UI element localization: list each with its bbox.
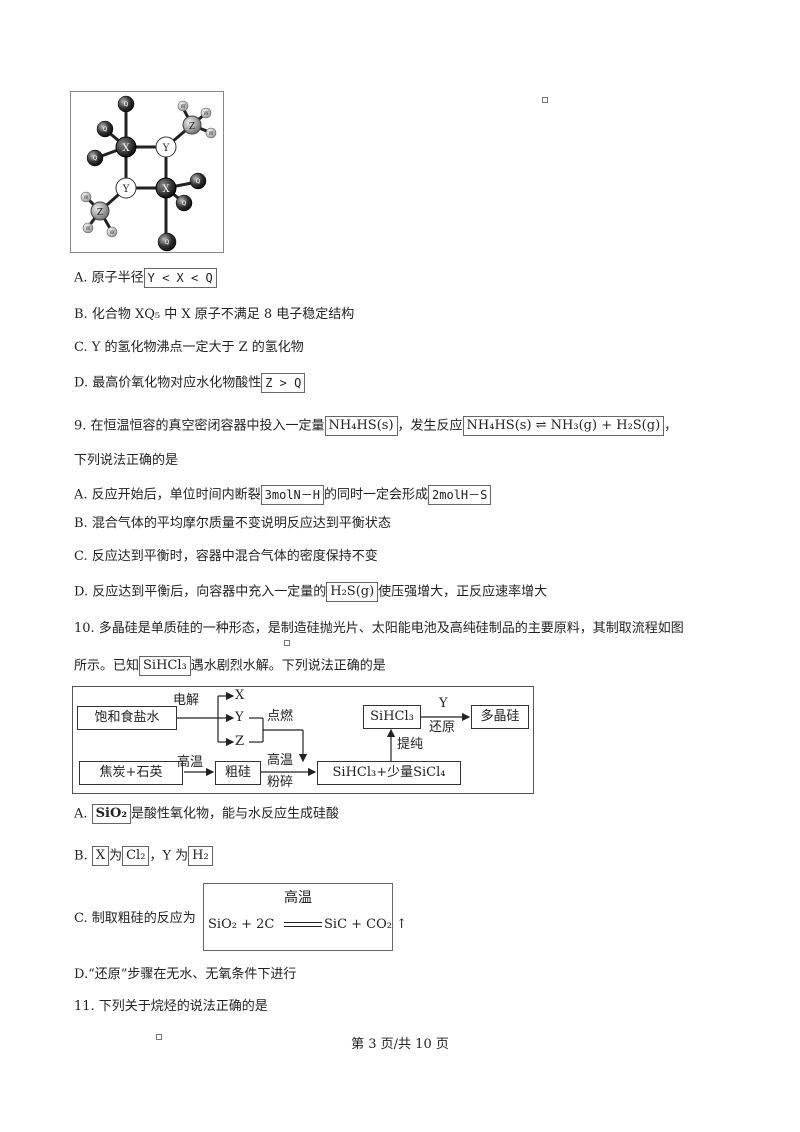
q10-b-text-2: ，Y 为 [149,848,189,864]
q10-stem-text-2: 遇水剧烈水解。下列说法正确的是 [190,658,386,674]
q11-stem: 11. 下列关于烷烃的说法正确的是 [74,999,268,1014]
q9-option-b: B. 混合气体的平均摩尔质量不变说明反应达到平衡状态 [74,516,391,531]
q9-stem-text-2: ，发生反应 [397,418,463,434]
atom-x2-label: X [162,184,170,195]
q10-c-condition: 高温 [284,890,312,906]
flow-high-temp-label-1: 高温 [177,755,204,770]
q9-stem-line2: 下列说法正确的是 [74,453,179,468]
q10-option-d: D.“还原”步骤在无水、无氧条件下进行 [74,967,297,982]
flow-crush-label: 粉碎 [267,775,294,790]
q10-c-eq-right: SiC + CO₂ ↑ [324,917,408,932]
flow-y-label: Y [235,710,244,725]
q10-c-equation-box: 高温 SiO₂ + 2C SiC + CO₂ ↑ [203,883,407,951]
q8-d-text: D. 最高价氧化物对应水化物酸性 [74,375,262,391]
q10-b-text: 为 [109,848,123,864]
atom-y2-label: Y [122,184,130,195]
q10-c-eq-left: SiO₂ + 2C [208,917,275,932]
q10-sihcl3-box: SiHCl₃ [139,656,191,676]
flow-crude-si-box: 粗硅 [215,761,261,785]
q9-d-text-2: 使压强增大，正反应速率增大 [378,584,548,600]
flow-sihcl3-box: SiHCl₃ [363,705,421,729]
q10-a-formula-box: SiO₂ [91,804,132,824]
q10-stem-text: 所示。已知 [74,658,140,674]
q9-d-text: D. 反应达到平衡后，向容器中充入一定量的 [74,584,327,600]
flow-ignite-label: 点燃 [267,709,294,724]
flow-coke-quartz-box: 焦炭+石英 [79,761,183,785]
q9-a-box2: 2molH－S [428,485,492,505]
q9-reactant-box: NH₄HS(s) [324,416,398,436]
q10-b-box2: Cl₂ [122,846,150,866]
q9-a-text-2: 的同时一定会形成 [324,487,429,503]
q10-c-equals [284,922,322,927]
molecule-structure-svg: Q Q Q Q Q Q X X Y Y Z Z W [80,95,217,252]
q9-stem-text: 9. 在恒温恒容的真空密闭容器中投入一定量 [74,418,325,434]
process-flow-diagram: 饱和食盐水 电解 X Y Z 点燃 焦炭+石英 高温 粗硅 高温 粉碎 SiHC… [72,686,534,794]
flow-brine-box: 饱和食盐水 [77,706,177,730]
atom-y1-label: Y [162,143,170,154]
atom-w-label: W [86,226,91,232]
atom-q-label: Q [124,101,129,108]
flow-electrolysis-label: 电解 [173,693,200,708]
q8-option-b: B. 化合物 XQ₅ 中 X 原子不满足 8 电子稳定结构 [74,307,355,322]
flow-reduce-label: 还原 [429,720,456,735]
q10-a-text: 是酸性氧化物，能与水反应生成硅酸 [131,806,340,822]
q8-d-formula-box: Z > Q [261,373,306,393]
atom-q-label: Q [196,178,201,185]
scan-mark [542,97,548,103]
flow-arrows-svg [177,691,471,777]
q9-equation-box: NH₄HS(s) ⇌ NH₃(g) + H₂S(g) [462,416,665,436]
q9-stem-text-3: ， [664,418,678,434]
q10-b-box3: H₂ [188,846,213,866]
q8-a-formula-box: Y < X < Q [143,268,217,288]
flow-high-temp-label-2: 高温 [267,753,294,768]
flow-mixture-box: SiHCl₃+少量SiCl₄ [317,761,461,785]
page-footer: 第 3 页/共 10 页 [351,1037,449,1052]
q9-option-c: C. 反应达到平衡时，容器中混合气体的密度保持不变 [74,549,378,564]
atom-w-label: W [181,104,186,110]
flow-z-label: Z [235,734,245,749]
scan-mark [284,640,290,646]
flow-y-reagent-label: Y [439,696,448,711]
atom-q-label: Q [93,155,98,162]
q9-a-text: A. 反应开始后，单位时间内断裂 [74,487,261,503]
q10-b-prefix: B. [74,848,88,864]
atom-w-label: W [110,230,115,236]
flow-purify-label: 提纯 [397,737,424,752]
q10-stem-line1: 10. 多晶硅是单质硅的一种形态，是制造硅抛光片、太阳能电池及高纯硅制品的主要原… [74,621,684,636]
atom-q-label: Q [103,126,108,133]
atom-q-label: Q [182,200,187,207]
q10-a-prefix: A. [74,806,88,822]
q10-b-box1: X [91,846,110,866]
flow-poly-si-box: 多晶硅 [471,705,529,729]
q8-option-c: C. Y 的氢化物沸点一定大于 Z 的氢化物 [74,340,304,355]
atom-x1-label: X [122,143,130,154]
q8-a-text: A. 原子半径 [74,270,144,286]
atom-w-label: W [209,131,214,137]
q9-d-box: H₂S(g) [326,582,379,602]
atom-z2-label: Z [97,208,103,218]
atom-z1-label: Z [189,122,195,132]
molecule-figure: Q Q Q Q Q Q X X Y Y Z Z W [70,91,224,253]
atom-w-label: W [84,195,89,201]
scan-mark [156,1034,162,1040]
q10-option-c: C. 制取粗硅的反应为 [74,911,196,926]
flow-x-label: X [235,688,245,703]
atom-q-label: Q [165,239,170,246]
q9-a-box1: 3molN－H [260,485,325,505]
atom-w-label: W [204,111,209,117]
